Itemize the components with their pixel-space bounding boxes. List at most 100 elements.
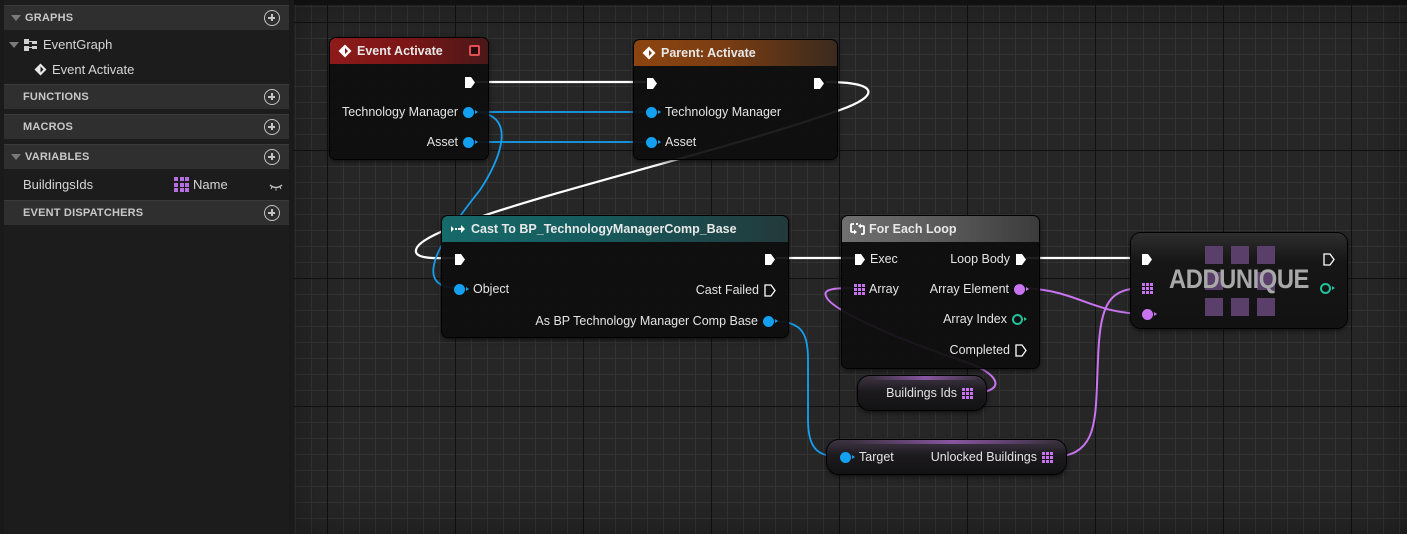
add-function-icon[interactable] (264, 89, 280, 105)
visibility-eye-closed-icon[interactable] (269, 179, 283, 191)
pin-target[interactable]: Target (840, 449, 899, 465)
object-pin-icon[interactable] (463, 106, 478, 118)
pin-as-bp-technology-manager[interactable]: As BP Technology Manager Comp Base (530, 313, 778, 329)
variable-type-label: Name (193, 177, 228, 192)
pin-label: Buildings Ids (886, 386, 957, 400)
node-header[interactable]: For Each Loop (842, 216, 1039, 242)
section-variables-header[interactable]: VARIABLES (4, 144, 289, 169)
tree-item-event-activate[interactable]: Event Activate (4, 57, 289, 82)
exec-pin-icon[interactable] (1015, 253, 1027, 266)
node-get-buildings-ids[interactable]: Buildings Ids (858, 376, 986, 410)
cast-arrow-icon (450, 222, 466, 236)
pin-label: Exec (870, 252, 898, 266)
node-parent-activate[interactable]: Parent: Activate Technology Manager Asse… (634, 40, 837, 159)
exec-pin-icon[interactable] (454, 253, 466, 266)
exec-pin-icon[interactable] (464, 76, 476, 89)
pin-exec[interactable]: Exec (854, 251, 903, 267)
exec-in-pin[interactable] (1141, 251, 1153, 267)
variable-row-buildingsids[interactable]: BuildingsIds Name (4, 172, 289, 197)
pin-asset[interactable]: Asset (422, 134, 478, 150)
pin-array-index[interactable]: Array Index (938, 311, 1027, 327)
array-pin-icon[interactable] (854, 283, 865, 295)
pin-label: Cast Failed (695, 283, 759, 297)
variable-type[interactable]: Name (174, 177, 228, 192)
object-pin-icon[interactable] (763, 315, 778, 327)
pin-label: Object (473, 282, 510, 296)
node-event-activate[interactable]: Event Activate Technology Manager Asset (330, 38, 488, 159)
name-pin-icon[interactable] (1014, 283, 1029, 295)
node-cast-to[interactable]: Cast To BP_TechnologyManagerComp_Base Ob… (442, 216, 788, 337)
pin-unlocked-buildings[interactable]: Unlocked Buildings (926, 449, 1053, 465)
add-event-dispatcher-icon[interactable] (264, 205, 280, 221)
node-add-unique[interactable]: ADDUNIQUE (1131, 233, 1347, 328)
integer-pin-icon[interactable] (1320, 282, 1335, 294)
section-label: FUNCTIONS (23, 91, 89, 103)
array-pin-icon[interactable] (1142, 282, 1153, 294)
integer-pin-icon[interactable] (1012, 313, 1027, 325)
array-pin-icon[interactable] (962, 387, 973, 399)
section-event-dispatchers-header[interactable]: EVENT DISPATCHERS (4, 200, 289, 225)
node-title: For Each Loop (869, 222, 957, 236)
pin-array[interactable]: Array (854, 281, 904, 297)
exec-pin-icon[interactable] (764, 253, 776, 266)
exec-pin-icon[interactable] (813, 77, 825, 90)
object-pin-icon[interactable] (463, 136, 478, 148)
graph-top-border (294, 0, 1407, 5)
pin-object[interactable]: Object (454, 281, 514, 297)
delegate-pin-icon[interactable] (469, 45, 480, 56)
pin-cast-failed[interactable]: Cast Failed (691, 282, 776, 298)
node-header[interactable]: Parent: Activate (634, 40, 837, 66)
exec-in-pin[interactable] (646, 75, 658, 91)
exec-out-pin[interactable] (464, 74, 476, 90)
object-pin-icon[interactable] (454, 283, 469, 295)
exec-out-pin[interactable] (813, 75, 825, 91)
node-get-unlocked-buildings[interactable]: Target Unlocked Buildings (827, 440, 1066, 474)
exec-pin-empty-icon[interactable] (764, 283, 776, 297)
exec-pin-icon[interactable] (854, 253, 866, 266)
pin-target-array[interactable] (1142, 280, 1153, 296)
pin-return-index[interactable] (1320, 280, 1335, 296)
pin-buildings-ids[interactable]: Buildings Ids (881, 385, 973, 401)
pin-label: Array Element (929, 282, 1009, 296)
node-header[interactable]: Event Activate (330, 38, 488, 64)
pin-label: Technology Manager (665, 105, 782, 119)
exec-in-pin[interactable] (454, 251, 466, 267)
node-for-each-loop[interactable]: For Each Loop Exec Loop Body Array Array… (842, 216, 1039, 368)
pin-array-element[interactable]: Array Element (925, 281, 1029, 297)
pin-completed[interactable]: Completed (945, 342, 1027, 358)
exec-pin-empty-icon[interactable] (1015, 343, 1027, 357)
pin-new-item[interactable] (1142, 306, 1157, 322)
add-macro-icon[interactable] (264, 119, 280, 135)
name-pin-icon[interactable] (1142, 308, 1157, 320)
exec-out-pin[interactable] (764, 251, 776, 267)
section-graphs-header[interactable]: GRAPHS (4, 5, 289, 30)
exec-pin-icon[interactable] (646, 77, 658, 90)
tree-item-label: Event Activate (52, 62, 135, 77)
add-variable-icon[interactable] (264, 149, 280, 165)
exec-pin-icon[interactable] (1141, 253, 1153, 266)
pin-technology-manager[interactable]: Technology Manager (337, 104, 478, 120)
pin-technology-manager[interactable]: Technology Manager (646, 104, 786, 120)
exec-pin-empty-icon[interactable] (1323, 252, 1335, 266)
array-pin-icon[interactable] (1042, 451, 1053, 463)
object-pin-icon[interactable] (646, 136, 661, 148)
expand-arrow-icon[interactable] (11, 15, 21, 21)
section-functions-header[interactable]: FUNCTIONS (4, 84, 289, 109)
array-type-icon (174, 177, 189, 192)
node-title: Event Activate (357, 44, 443, 58)
object-pin-icon[interactable] (646, 106, 661, 118)
expand-arrow-icon[interactable] (11, 154, 21, 160)
event-graph-icon (24, 38, 38, 51)
function-diamond-icon (642, 46, 656, 60)
pin-loop-body[interactable]: Loop Body (945, 251, 1027, 267)
node-header[interactable]: Cast To BP_TechnologyManagerComp_Base (442, 216, 788, 242)
add-graph-icon[interactable] (264, 10, 280, 26)
array-function-icon (1205, 246, 1275, 316)
pin-asset[interactable]: Asset (646, 134, 701, 150)
expand-arrow-icon[interactable] (9, 41, 19, 48)
section-macros-header[interactable]: MACROS (4, 114, 289, 139)
pin-label: Asset (665, 135, 697, 149)
object-pin-icon[interactable] (840, 451, 855, 463)
exec-out-pin[interactable] (1323, 251, 1335, 267)
tree-item-eventgraph[interactable]: EventGraph (4, 32, 289, 57)
